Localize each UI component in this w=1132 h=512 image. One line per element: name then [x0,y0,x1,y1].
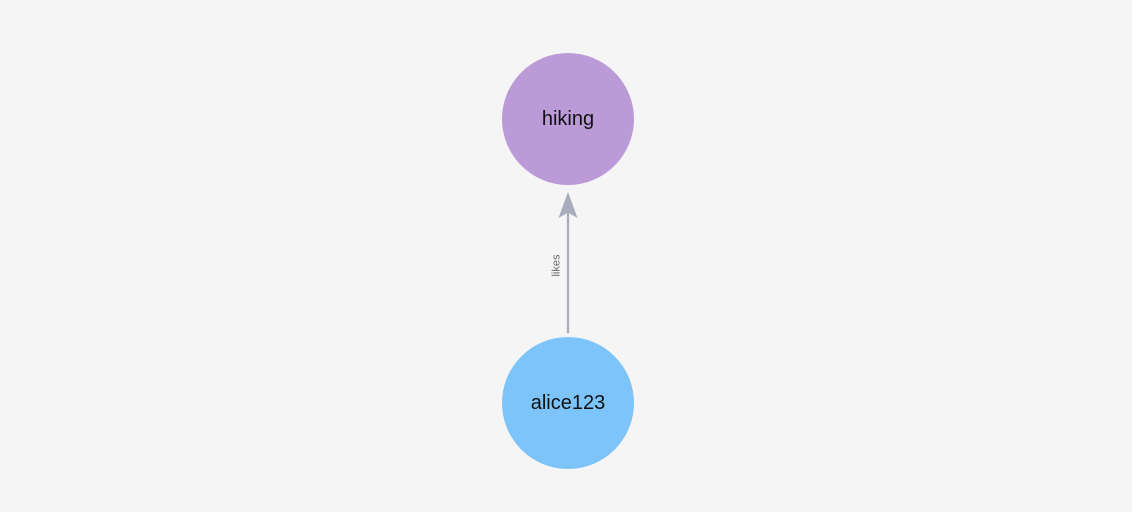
graph-node-hiking[interactable]: hiking [502,53,634,185]
graph-node-alice123-label: alice123 [530,392,606,414]
edge-label-likes: likes [550,254,563,277]
edge-likes[interactable] [558,192,578,333]
graph-node-hiking-label: hiking [541,108,595,130]
graph-node-alice123[interactable]: alice123 [502,337,634,469]
arrowhead-up-icon [558,192,578,218]
